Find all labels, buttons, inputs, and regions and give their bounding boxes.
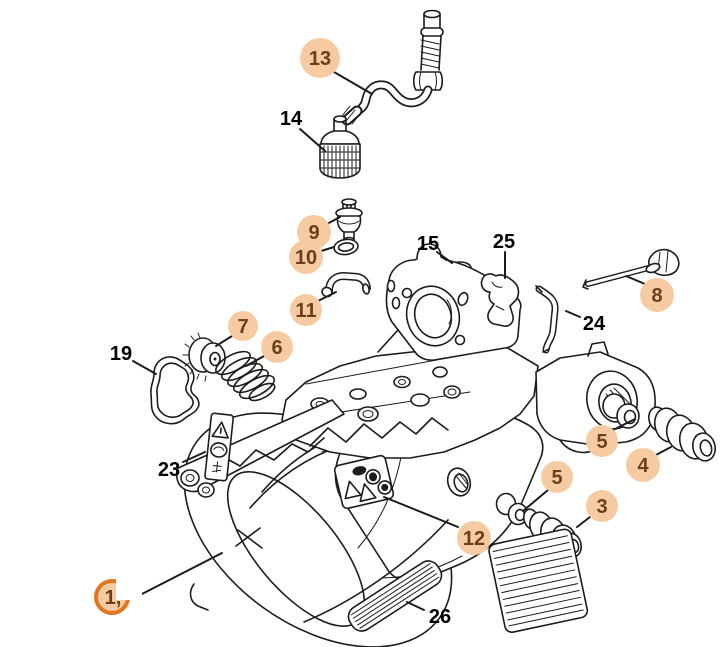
callout-26: 26 [429, 606, 451, 628]
leader-line-5 [612, 418, 636, 431]
leader-line-5 [522, 489, 549, 512]
callout-number-label: 1, [105, 587, 122, 609]
part-hotspot-circle[interactable] [290, 294, 322, 326]
callout-19: 19 [110, 343, 132, 365]
leader-line-12 [383, 496, 459, 528]
leader-line-3 [576, 516, 591, 528]
part-fuel-filter [319, 115, 361, 179]
callout-10[interactable]: 10 [289, 240, 323, 274]
leader-line-6 [245, 355, 265, 367]
callout-3[interactable]: 3 [586, 490, 618, 522]
callout-number-label: 8 [651, 285, 662, 307]
part-hotspot-circle[interactable] [586, 490, 618, 522]
callout-number-label: 6 [271, 337, 282, 359]
part-trigger-interlock [480, 273, 520, 327]
white-overlay-patch [116, 571, 142, 600]
part-hotspot-circle[interactable] [626, 448, 660, 482]
part-ribbed-pad-large [488, 528, 589, 634]
callouts: 13 14 9 10 15 25 11 8 24 7 6 19 5 4 23 5 3 12 1, 26 [94, 38, 674, 628]
leader-line-4 [655, 446, 672, 456]
callout-8[interactable]: 8 [640, 278, 674, 312]
part-fuel-hose [341, 9, 444, 126]
diagram-line-art [150, 9, 716, 647]
leader-line-14 [299, 128, 326, 152]
part-hotspot-circle[interactable] [289, 240, 323, 274]
callout-6[interactable]: 6 [261, 331, 293, 363]
leader-line-26 [406, 601, 425, 611]
part-elbow-connector [321, 271, 371, 298]
part-screw [582, 248, 680, 290]
callout-number-label: 5 [596, 431, 607, 453]
callout-number-label: 11 [295, 300, 316, 322]
leader-line-15 [436, 251, 453, 264]
callout-number-label: 5 [551, 467, 562, 489]
leader-line-11 [317, 291, 337, 302]
callout-number-label: 9 [308, 222, 319, 244]
callout-5[interactable]: 5 [541, 461, 573, 493]
callout-4[interactable]: 4 [626, 448, 660, 482]
callout-24: 24 [583, 313, 606, 335]
part-gasket [150, 356, 200, 425]
leader-line-7 [215, 335, 233, 347]
part-annular-buffer-upper [647, 406, 716, 462]
part-hotspot-circle[interactable] [586, 425, 618, 457]
callout-7[interactable]: 7 [228, 311, 258, 341]
callout-11[interactable]: 11 [290, 294, 322, 326]
callout-number-label: 26 [429, 606, 451, 628]
part-hotspot-circle[interactable] [228, 311, 258, 341]
callout-number-label: 4 [637, 455, 649, 477]
part-adjusting-gear [182, 332, 226, 382]
callout-number-label: 10 [295, 247, 317, 269]
part-hotspot-circle[interactable] [300, 38, 340, 78]
callout-number-label: 13 [309, 48, 331, 70]
leader-line-1 [139, 552, 223, 596]
part-information-label-small [204, 412, 234, 482]
leader-line-23 [182, 451, 206, 463]
part-ribbed-pad-small [347, 560, 443, 632]
leader-line-8 [625, 275, 646, 285]
callout-number-label: 3 [596, 496, 607, 518]
leader-lines [132, 71, 672, 611]
callout-1[interactable]: 1, [94, 571, 142, 615]
callout-number-label: 14 [280, 108, 303, 130]
leader-line-9 [326, 216, 341, 225]
callout-number-label: 23 [158, 459, 180, 481]
part-o-ring [333, 238, 359, 256]
callout-number-label: 24 [583, 313, 606, 335]
callout-number-label: 25 [493, 231, 515, 253]
callout-12[interactable]: 12 [457, 521, 491, 555]
part-hotspot-circle[interactable] [541, 461, 573, 493]
leader-line-24 [565, 310, 581, 318]
callout-number-label: 7 [237, 316, 248, 338]
callout-15: 15 [417, 233, 439, 255]
part-tank-vent [335, 198, 363, 244]
leader-line-13 [333, 71, 373, 95]
part-link-rod [535, 285, 559, 354]
callout-23: 23 [158, 459, 180, 481]
callout-number-label: 12 [463, 528, 485, 550]
callout-5[interactable]: 5 [586, 425, 618, 457]
callout-13[interactable]: 13 [300, 38, 340, 78]
part-hotspot-circle[interactable] [640, 278, 674, 312]
part-hotspot-circle[interactable] [457, 521, 491, 555]
callout-25: 25 [493, 231, 515, 253]
part-bushing-upper [602, 393, 640, 429]
leader-line-19 [132, 360, 157, 375]
callout-14: 14 [280, 108, 303, 130]
part-hotspot-circle[interactable] [261, 331, 293, 363]
callout-number-label: 19 [110, 343, 132, 365]
callout-number-label: 15 [417, 233, 439, 255]
